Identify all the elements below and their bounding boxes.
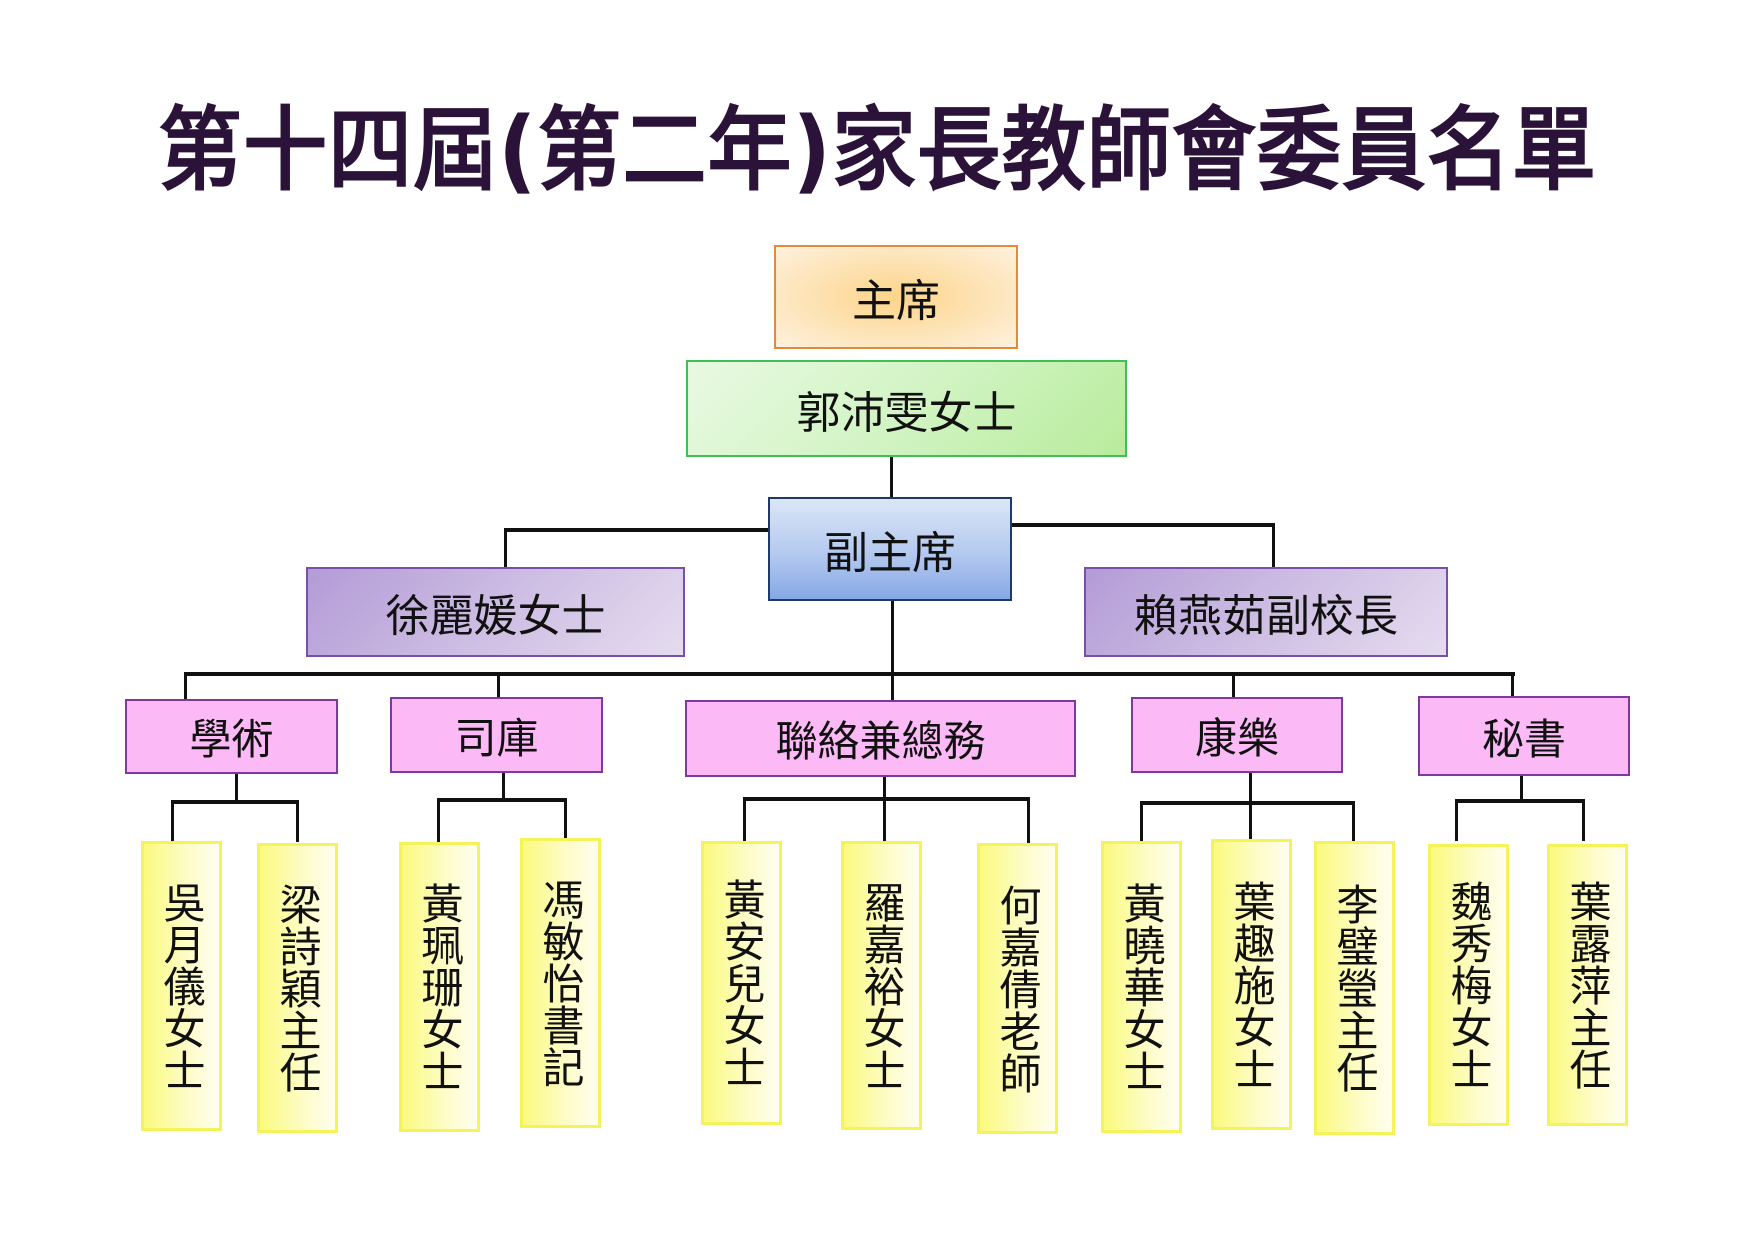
connector-chair-to-vice xyxy=(890,457,893,497)
connector-vice-left-v xyxy=(504,528,507,568)
connector-d1-down xyxy=(235,774,238,802)
connector-dept-bus xyxy=(184,672,1515,676)
chair-role-box: 主席 xyxy=(774,245,1018,349)
connector-dept-2 xyxy=(497,672,500,698)
connector-vice-left-h xyxy=(504,528,768,532)
connector-vice-right-v xyxy=(1272,523,1275,568)
vice-chair-role-box: 副主席 xyxy=(768,497,1012,601)
member-box: 馮敏怡書記 xyxy=(520,838,601,1128)
member-box: 梁詩穎主任 xyxy=(257,843,338,1133)
connector-d4-h xyxy=(1140,801,1355,805)
connector-d2-m2 xyxy=(564,798,567,838)
connector-dept-4 xyxy=(1232,672,1235,698)
member-box: 李璧瑩主任 xyxy=(1314,841,1395,1135)
department-box: 秘書 xyxy=(1418,696,1630,776)
connector-d5-m1 xyxy=(1455,799,1458,841)
page-title: 第十四屆(第二年)家長教師會委員名單 xyxy=(158,97,1597,203)
department-box: 康樂 xyxy=(1131,697,1343,773)
member-box: 羅嘉裕女士 xyxy=(841,841,922,1130)
member-box: 葉趣施女士 xyxy=(1211,839,1292,1130)
connector-d4-m3 xyxy=(1352,801,1355,841)
member-box: 吳月儀女士 xyxy=(141,841,222,1131)
connector-d5-m2 xyxy=(1582,799,1585,841)
vice-chair-name-box-1: 徐麗媛女士 xyxy=(306,567,685,657)
connector-d4-down xyxy=(1249,773,1252,841)
chair-name-box: 郭沛雯女士 xyxy=(686,360,1127,457)
connector-d2-m1 xyxy=(437,798,440,842)
connector-d5-down xyxy=(1520,776,1523,801)
member-box: 黃珮珊女士 xyxy=(399,842,480,1132)
member-box: 魏秀梅女士 xyxy=(1428,844,1509,1126)
connector-d3-h xyxy=(743,797,1030,801)
member-box: 黃曉華女士 xyxy=(1101,841,1182,1133)
member-box: 葉露萍主任 xyxy=(1547,844,1628,1126)
connector-d1-m1 xyxy=(171,800,174,842)
connector-d1-h xyxy=(171,800,299,804)
connector-d2-down xyxy=(502,772,505,800)
connector-dept-5 xyxy=(1511,672,1514,698)
vice-chair-name-box-2: 賴燕茹副校長 xyxy=(1084,567,1448,657)
connector-vice-down xyxy=(891,601,894,700)
connector-d3-down xyxy=(883,777,886,841)
member-box: 何嘉倩老師 xyxy=(977,843,1058,1134)
connector-d2-h xyxy=(437,798,567,802)
connector-d5-h xyxy=(1455,799,1585,803)
connector-d1-m2 xyxy=(296,800,299,842)
member-box: 黃安兒女士 xyxy=(701,841,782,1125)
department-box: 聯絡兼總務 xyxy=(685,700,1076,777)
connector-d4-m1 xyxy=(1140,801,1143,841)
connector-d3-m1 xyxy=(743,797,746,841)
connector-vice-right-h xyxy=(1012,523,1274,527)
connector-d3-m3 xyxy=(1027,797,1030,843)
connector-dept-1 xyxy=(184,672,187,699)
department-box: 學術 xyxy=(125,699,338,774)
department-box: 司庫 xyxy=(390,697,603,773)
